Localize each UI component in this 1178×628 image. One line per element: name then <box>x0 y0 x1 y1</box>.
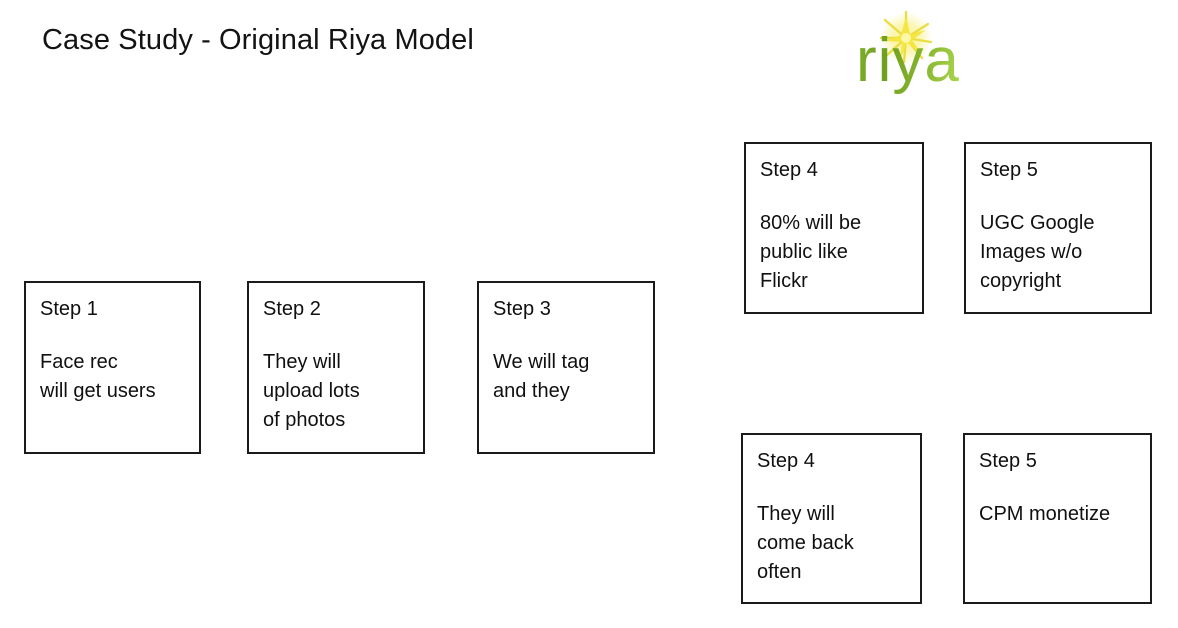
step-body: CPM monetize <box>979 503 1111 525</box>
step-box-step-4-return: Step 4 They will come back often <box>741 433 922 604</box>
step-body: They will upload lots of photos <box>263 351 360 431</box>
step-box-step-5-cpm: Step 5 CPM monetize <box>963 433 1152 604</box>
step-body: Face rec will get users <box>40 351 156 402</box>
step-heading: Step 5 <box>979 450 1037 472</box>
step-heading: Step 3 <box>493 298 551 320</box>
step-heading: Step 1 <box>40 298 98 320</box>
step-body: They will come back often <box>757 503 854 583</box>
step-box-step-1: Step 1 Face rec will get users <box>24 281 201 454</box>
step-box-step-3: Step 3 We will tag and they <box>477 281 655 454</box>
step-body: We will tag and they <box>493 351 590 402</box>
step-body: 80% will be public like Flickr <box>760 212 862 292</box>
step-heading: Step 2 <box>263 298 321 320</box>
starburst-icon <box>879 10 933 64</box>
riya-logo: riya riya <box>856 8 1006 96</box>
step-heading: Step 4 <box>757 450 815 472</box>
step-box-step-2: Step 2 They will upload lots of photos <box>247 281 425 454</box>
step-box-step-5-ugc: Step 5 UGC Google Images w/o copyright <box>964 142 1152 314</box>
page-title: Case Study - Original Riya Model <box>42 24 474 56</box>
step-body: UGC Google Images w/o copyright <box>980 212 1095 292</box>
step-heading: Step 5 <box>980 159 1038 181</box>
riya-logo-wordmark: riya <box>856 28 1006 94</box>
step-heading: Step 4 <box>760 159 818 181</box>
step-box-step-4-public: Step 4 80% will be public like Flickr <box>744 142 924 314</box>
